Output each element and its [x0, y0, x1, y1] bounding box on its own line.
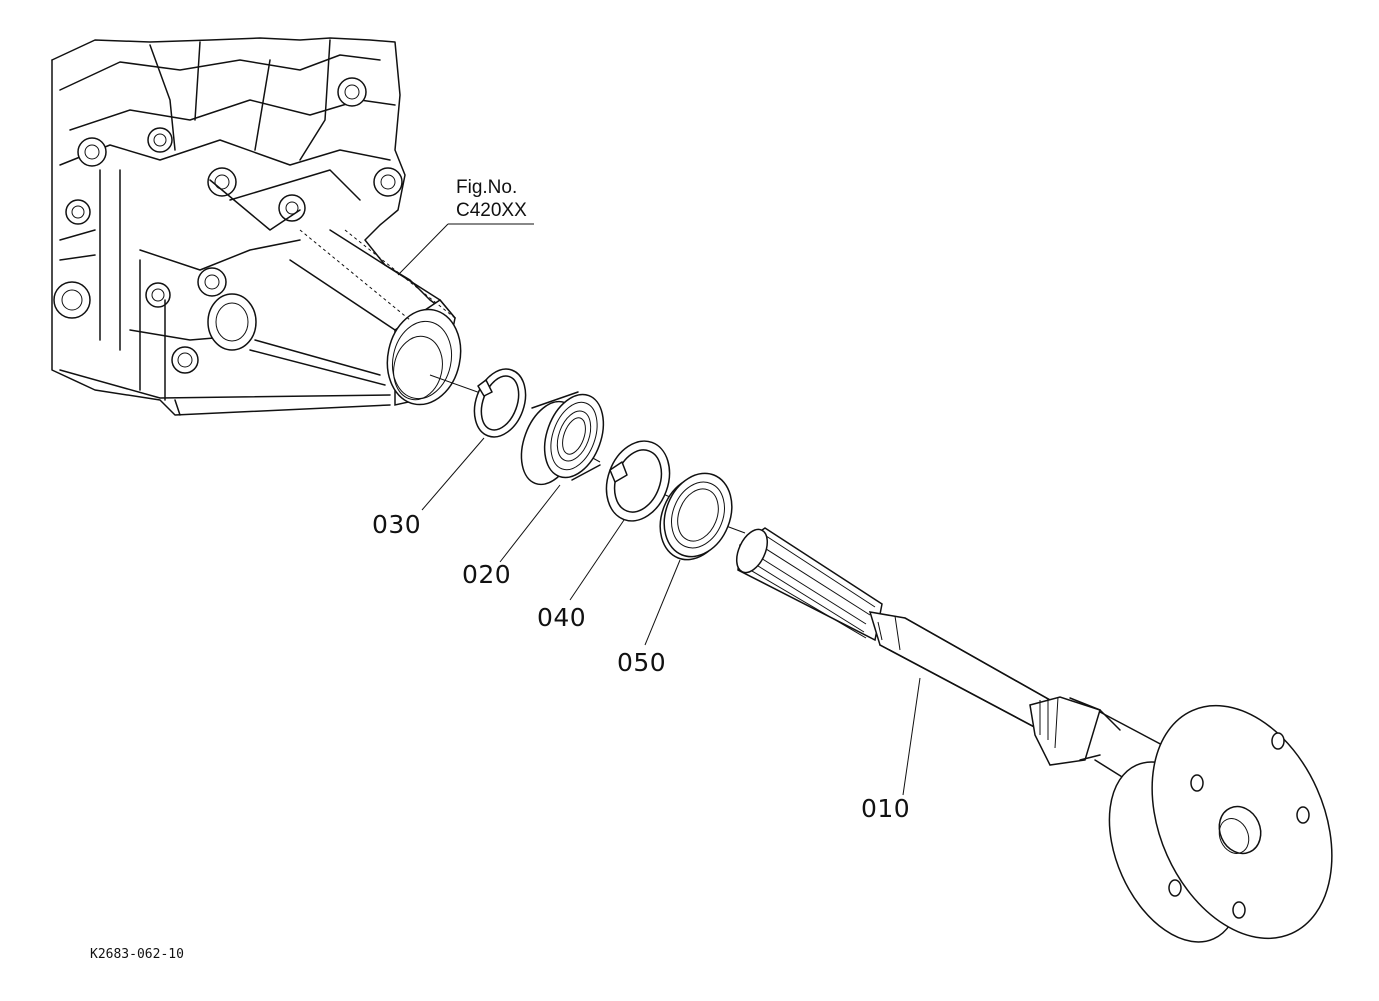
ball-bearing-020	[520, 385, 605, 486]
leader-line-010	[902, 677, 921, 796]
part-number-050: 050	[617, 648, 667, 677]
drawing-code: K2683-062-10	[90, 947, 184, 962]
leader-line-030	[421, 437, 485, 511]
snap-ring-030	[473, 368, 527, 438]
figure-reference: Fig.No. C420XX	[456, 176, 527, 222]
leader-lines	[397, 223, 921, 796]
snap-ring-040	[605, 440, 671, 522]
part-number-040: 040	[537, 603, 587, 632]
oil-seal-050	[659, 472, 733, 561]
leader-line-020	[499, 484, 561, 563]
part-number-030: 030	[372, 510, 422, 539]
figure-reference-line1: Fig.No.	[456, 177, 518, 198]
part-number-020: 020	[462, 560, 512, 589]
transmission-housing	[51, 37, 462, 416]
part-number-010: 010	[861, 794, 911, 823]
leader-line-040	[569, 519, 625, 601]
axle-shaft-010	[735, 527, 1333, 943]
leader-line-050	[644, 559, 681, 646]
figure-reference-line2: C420XX	[456, 200, 527, 221]
leader-line-fig-ref	[397, 223, 449, 276]
